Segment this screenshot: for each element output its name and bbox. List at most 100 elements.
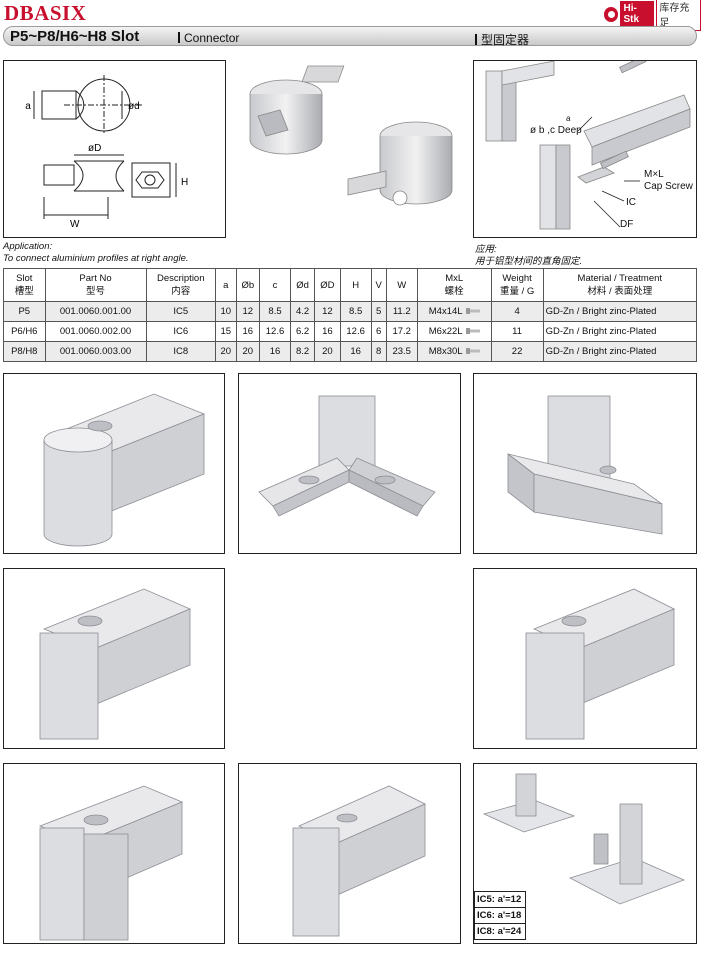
- table-cell: 001.0060.001.00: [44, 301, 147, 322]
- render-tee: [473, 373, 697, 554]
- table-cell-text: 001.0060.002.00: [59, 326, 132, 337]
- table-cell: 15: [215, 321, 237, 342]
- column-header-en: c: [272, 279, 278, 291]
- table-cell-text: 6.2: [296, 326, 310, 337]
- divider-bar: [178, 32, 180, 43]
- table-cell-text: 001.0060.001.00: [59, 306, 132, 317]
- column-header: ØD: [314, 268, 341, 302]
- series-title: P5~P8/H6~H8 Slot: [10, 28, 140, 45]
- table-cell-text: 15: [220, 326, 232, 337]
- column-header-en: H: [352, 279, 360, 291]
- application-label-en: Application:: [3, 241, 53, 252]
- table-cell: GD-Zn / Bright zinc-Plated: [542, 341, 698, 362]
- render-corner-right: [473, 568, 697, 749]
- render-corner-square-svg: [292, 785, 426, 937]
- render-double-corner-svg: [38, 785, 184, 941]
- table-cell-text: 12.6: [346, 326, 365, 337]
- table-cell-text: 16: [242, 326, 254, 337]
- label-IC: IC: [626, 197, 636, 208]
- table-cell-text: IC8: [173, 346, 189, 357]
- legend-item: IC5: a'=12: [474, 892, 526, 908]
- stock-badge-logo: Hi-Stk: [620, 1, 655, 27]
- label-phi-b-c: ø b ,c Deep: [530, 125, 582, 136]
- column-header: W: [385, 268, 418, 302]
- product-name-en-text: Connector: [184, 31, 240, 45]
- product-name-en: Connector: [178, 31, 239, 45]
- column-header-en: MxL: [445, 273, 464, 284]
- label-a: a: [25, 101, 31, 112]
- table-cell: 16: [235, 321, 260, 342]
- column-header-en: ØD: [320, 279, 335, 291]
- table-cell-text: 20: [242, 346, 254, 357]
- label-cap-screw: Cap Screw: [644, 181, 694, 192]
- table-cell: 6.2: [290, 321, 316, 342]
- table-cell-text: M6x22L: [428, 326, 463, 337]
- table-cell-text: IC5: [173, 306, 189, 317]
- connector-render-svg: [249, 65, 453, 206]
- legend-item: IC8: a'=24: [474, 924, 526, 940]
- table-cell-text: 8: [376, 346, 382, 357]
- table-cell: 23.5: [385, 341, 418, 362]
- table-cell-text: M8x30L: [428, 346, 463, 357]
- table-cell: M8x30L: [416, 341, 492, 362]
- assembly-diagram-svg: a ø b ,c Deep M×L Cap Screw IC DF: [485, 55, 694, 230]
- table-cell-text: 16: [350, 346, 361, 357]
- column-header: c: [258, 268, 292, 302]
- table-cell: 20: [235, 341, 260, 362]
- table-cell: 17.2: [385, 321, 418, 342]
- table-cell: 5: [370, 301, 387, 322]
- table-cell: 6: [370, 321, 387, 342]
- product-name-cn: 型固定器: [475, 31, 529, 48]
- product-name-cn-text: 型固定器: [481, 33, 530, 47]
- label-DF: DF: [620, 219, 633, 230]
- table-cell: 8.5: [339, 301, 372, 322]
- application-text-en: To connect aluminium profiles at right a…: [3, 253, 189, 264]
- render-corner-left-svg: [39, 588, 192, 740]
- gear-icon: [604, 6, 619, 22]
- column-header-en: Weight: [502, 273, 532, 284]
- table-cell: 11: [490, 321, 544, 342]
- table-cell: IC6: [145, 321, 217, 342]
- column-header-cn: 材料 / 表面处理: [587, 286, 653, 297]
- table-cell-text: 4.2: [296, 306, 310, 317]
- column-header-cn: 型号: [86, 286, 106, 297]
- table-cell: IC5: [145, 301, 217, 322]
- column-header: V: [370, 268, 387, 302]
- render-corner-round-svg: [43, 393, 206, 547]
- table-cell: 12: [314, 301, 341, 322]
- column-header: Ød: [290, 268, 316, 302]
- table-cell: M6x22L: [416, 321, 492, 342]
- table-cell-text: 001.0060.003.00: [59, 346, 132, 357]
- column-header-en: V: [375, 279, 382, 291]
- table-cell-text: P5: [18, 306, 31, 317]
- table-cell: 4.2: [290, 301, 316, 322]
- table-cell-text: 16: [269, 346, 281, 357]
- label-MxL: M×L: [644, 169, 664, 180]
- table-cell-text: 23.5: [392, 346, 411, 357]
- render-three-way-svg: [258, 395, 436, 517]
- column-header: a: [215, 268, 237, 302]
- legend-item: IC6: a'=18: [474, 908, 526, 924]
- render-corner-left: [3, 568, 225, 749]
- column-header: Øb: [235, 268, 260, 302]
- table-cell: P5: [3, 301, 46, 322]
- table-cell-text: 11: [512, 326, 523, 337]
- column-header-en: a: [223, 279, 229, 291]
- table-cell-text: IC6: [173, 326, 189, 337]
- connector-render: [240, 60, 462, 240]
- table-cell: 8: [370, 341, 387, 362]
- table-cell-text: 12: [242, 306, 254, 317]
- column-header-cn: 内容: [171, 286, 191, 297]
- table-cell: 10: [215, 301, 237, 322]
- table-cell: M4x14L: [416, 301, 492, 322]
- table-cell-text: 5: [376, 306, 382, 317]
